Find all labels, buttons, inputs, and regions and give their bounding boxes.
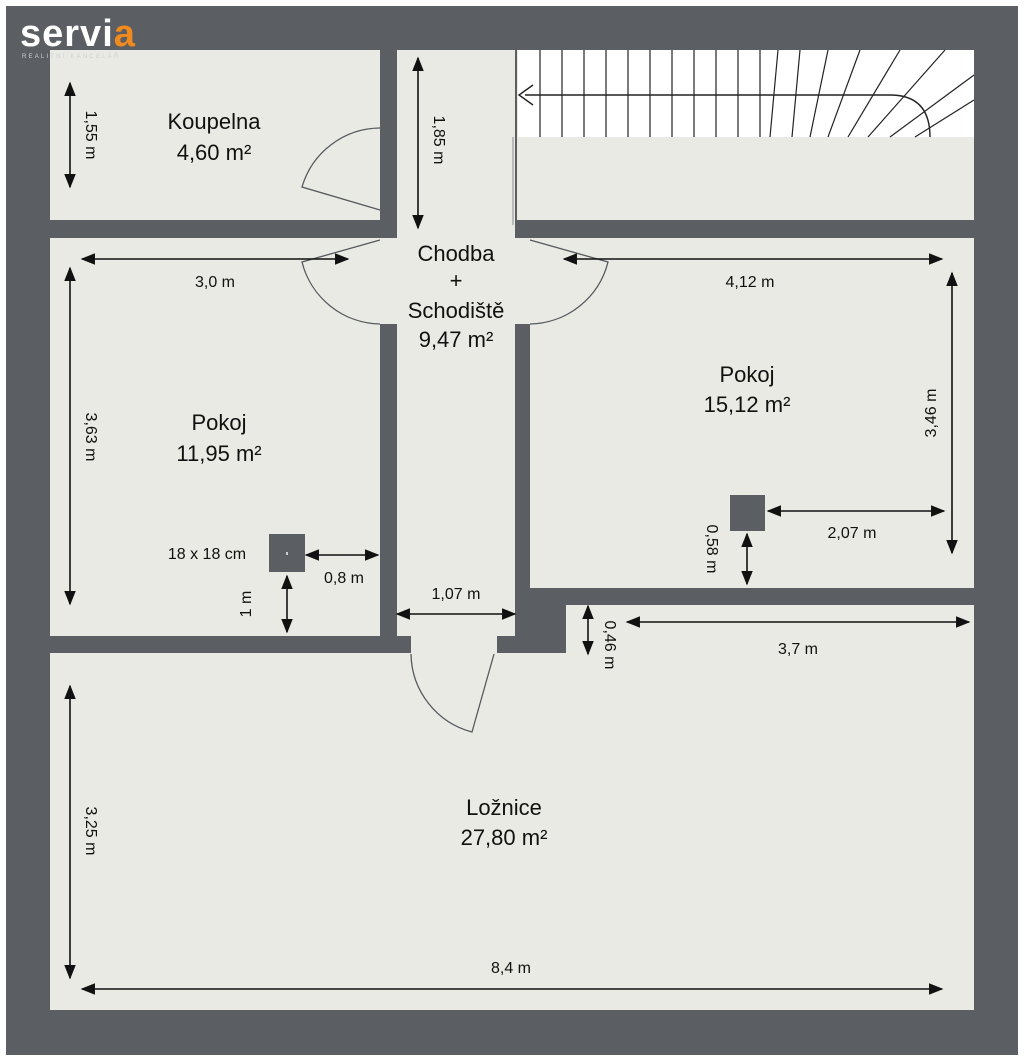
dim-column-left-offset-x: 0,8 m xyxy=(324,570,364,587)
pokoj-right-area: 15,12 m² xyxy=(704,392,791,417)
pokoj-left-area: 11,95 m² xyxy=(176,441,261,466)
dim-pokoj-right-height: 3,46 m xyxy=(923,389,940,438)
servia-logo: servia REALITNÍ KANCELÁŘ xyxy=(20,13,136,60)
floor-chodba-mid xyxy=(380,238,530,324)
logo-brand-suffix: a xyxy=(114,13,136,55)
svg-text:servia: servia xyxy=(20,13,136,55)
dim-column-left-offset-y: 1 m xyxy=(238,591,255,618)
floor-loznice-niche xyxy=(566,605,974,653)
loznice-name: Ložnice xyxy=(466,795,542,820)
door-loznice xyxy=(410,653,495,733)
dim-loznice-top-width: 3,7 m xyxy=(778,641,818,658)
floor-pokoj-left xyxy=(50,238,380,636)
dim-column-right-offset-x: 2,07 m xyxy=(828,525,877,542)
column-right xyxy=(730,495,765,531)
chodba-name-line3: Schodiště xyxy=(408,298,505,323)
chodba-name-line1: Chodba xyxy=(417,241,495,266)
chodba-area: 9,47 m² xyxy=(419,327,494,352)
floor-chodba-top xyxy=(397,50,515,240)
staircase xyxy=(512,49,975,225)
dimension-lines xyxy=(64,56,971,995)
dim-chodba-top-height: 1,85 m xyxy=(430,116,447,165)
floor-loznice-door-gap xyxy=(411,630,497,656)
koupelna-area: 4,60 m² xyxy=(177,140,252,165)
pokoj-left-name: Pokoj xyxy=(191,410,246,435)
dim-loznice-height: 3,25 m xyxy=(82,807,99,856)
koupelna-name: Koupelna xyxy=(168,109,262,134)
dim-pokoj-left-height: 3,63 m xyxy=(82,413,99,462)
chodba-name-line2: + xyxy=(450,268,463,293)
dim-koupelna-height: 1,55 m xyxy=(82,111,99,160)
dim-column-right-offset-y: 0,58 m xyxy=(703,525,720,574)
dim-loznice-width: 8,4 m xyxy=(491,960,531,977)
loznice-area: 27,80 m² xyxy=(461,825,548,850)
dim-pokoj-left-width: 3,0 m xyxy=(195,274,235,291)
logo-tagline: REALITNÍ KANCELÁŘ xyxy=(22,52,120,60)
floor-loznice-main xyxy=(50,653,974,1010)
logo-brand-prefix: servi xyxy=(20,13,114,55)
dim-pokoj-right-width: 4,12 m xyxy=(726,274,775,291)
dim-chodba-width: 1,07 m xyxy=(432,586,481,603)
dim-column-left-size: 18 x 18 cm xyxy=(168,546,246,563)
dim-loznice-niche-depth: 0,46 m xyxy=(601,621,618,670)
doors xyxy=(301,127,609,733)
pokoj-right-name: Pokoj xyxy=(719,362,774,387)
door-koupelna xyxy=(301,127,381,211)
floor-chodba-lower xyxy=(397,324,515,636)
